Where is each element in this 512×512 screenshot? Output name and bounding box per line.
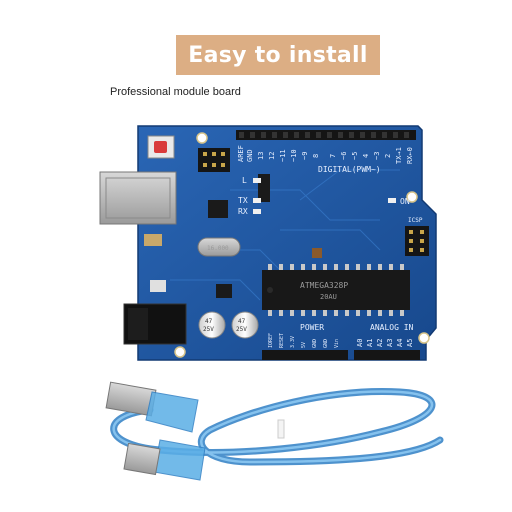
analog-label: ANALOG IN [370,323,414,332]
power-pin-label: 3.3V [290,336,296,348]
mounting-hole [196,132,208,144]
capacitor-left-value: 47 [205,318,213,325]
pin-label-4: 4 [362,154,370,158]
analog-pin-label: A3 [386,339,394,347]
power-pin-label: RESET [279,333,285,348]
digital-label: DIGITAL(PWM~) [318,165,381,174]
analog-pin-label: A4 [396,339,404,347]
pin-label-0: RX←0 [406,147,414,164]
icsp-header-usb [198,148,230,172]
tx-led-label: TX [238,196,248,205]
pin-label-5: ~5 [351,152,359,160]
pin-label-10: ~10 [290,149,298,162]
pin-label-1: TX→1 [395,147,403,164]
pin-label-6: ~6 [340,152,348,160]
on-led: ON [388,197,410,206]
usb-chip [208,200,228,218]
analog-pin-label: A5 [406,339,414,347]
chip-label-line1: ATMEGA328P [300,281,348,290]
dc-power-jack [123,303,187,345]
digital-header [236,130,416,140]
usb-a-plug [105,381,199,433]
pin-label-aref: AREF [237,145,245,162]
icsp-header: ICSP [405,217,429,256]
fuse [144,234,162,246]
pin-label-gnd: GND [246,149,254,162]
rx-led-label: RX [238,207,248,216]
mounting-hole [174,346,186,358]
capacitor-right: 47 25V [231,311,259,339]
reset-button [147,135,175,159]
analog-pin-label: A0 [356,339,364,347]
crystal-label: 16.000 [207,245,229,252]
icsp-label: ICSP [408,217,423,224]
power-pin-label: GND [312,339,318,348]
pin-label-12: 12 [268,152,276,160]
mounting-hole [406,191,418,203]
usb-b-plug [123,439,206,481]
mounting-hole [418,332,430,344]
pin-label-2: 2 [384,154,392,158]
pin-label-9: ~9 [301,152,309,160]
arduino-board: AREF GND 13 12 ~11 ~10 ~9 8 7 ~6 ~5 4 ~3… [99,125,437,361]
caption: Professional module board [110,86,241,98]
analog-header: ANALOG IN A0 A1 A2 A3 A4 A5 [354,323,420,360]
rx-led: RX [238,207,261,216]
title-banner: Easy to install [176,35,380,75]
pin-label-7: 7 [329,154,337,158]
power-pin-label: 5V [301,342,307,348]
atmega-chip: ATMEGA328P 20AU [262,264,410,316]
capacitor-right-value: 47 [238,318,246,325]
l-led-label: L [242,176,247,185]
pin-label-11: ~11 [279,149,287,162]
chip-label-line2: 20AU [320,293,337,301]
diode [150,280,166,292]
capacitor-right-rating: 25V [236,326,247,333]
regulator-chip [216,284,232,298]
usb-b-port [99,171,177,225]
pin-label-8: 8 [312,154,320,158]
tx-led: TX [238,196,261,205]
analog-pin-label: A2 [376,339,384,347]
capacitor-left: 47 25V [198,311,226,339]
power-pin-label: GND [323,339,329,348]
crystal: 16.000 [197,237,241,257]
pin-label-13: 13 [257,152,265,160]
capacitor-smd [312,248,322,258]
l-led: L [242,176,261,185]
analog-pin-label: A1 [366,339,374,347]
on-led-label: ON [400,197,410,206]
power-header: POWER IOREF RESET 3.3V 5V GND GND Vin [262,323,348,360]
power-label: POWER [300,323,324,332]
pin-label-3: ~3 [373,152,381,160]
power-pin-label: Vin [334,339,340,348]
power-pin-label: IOREF [268,333,274,348]
capacitor-left-rating: 25V [203,326,214,333]
banner-title: Easy to install [188,42,368,68]
